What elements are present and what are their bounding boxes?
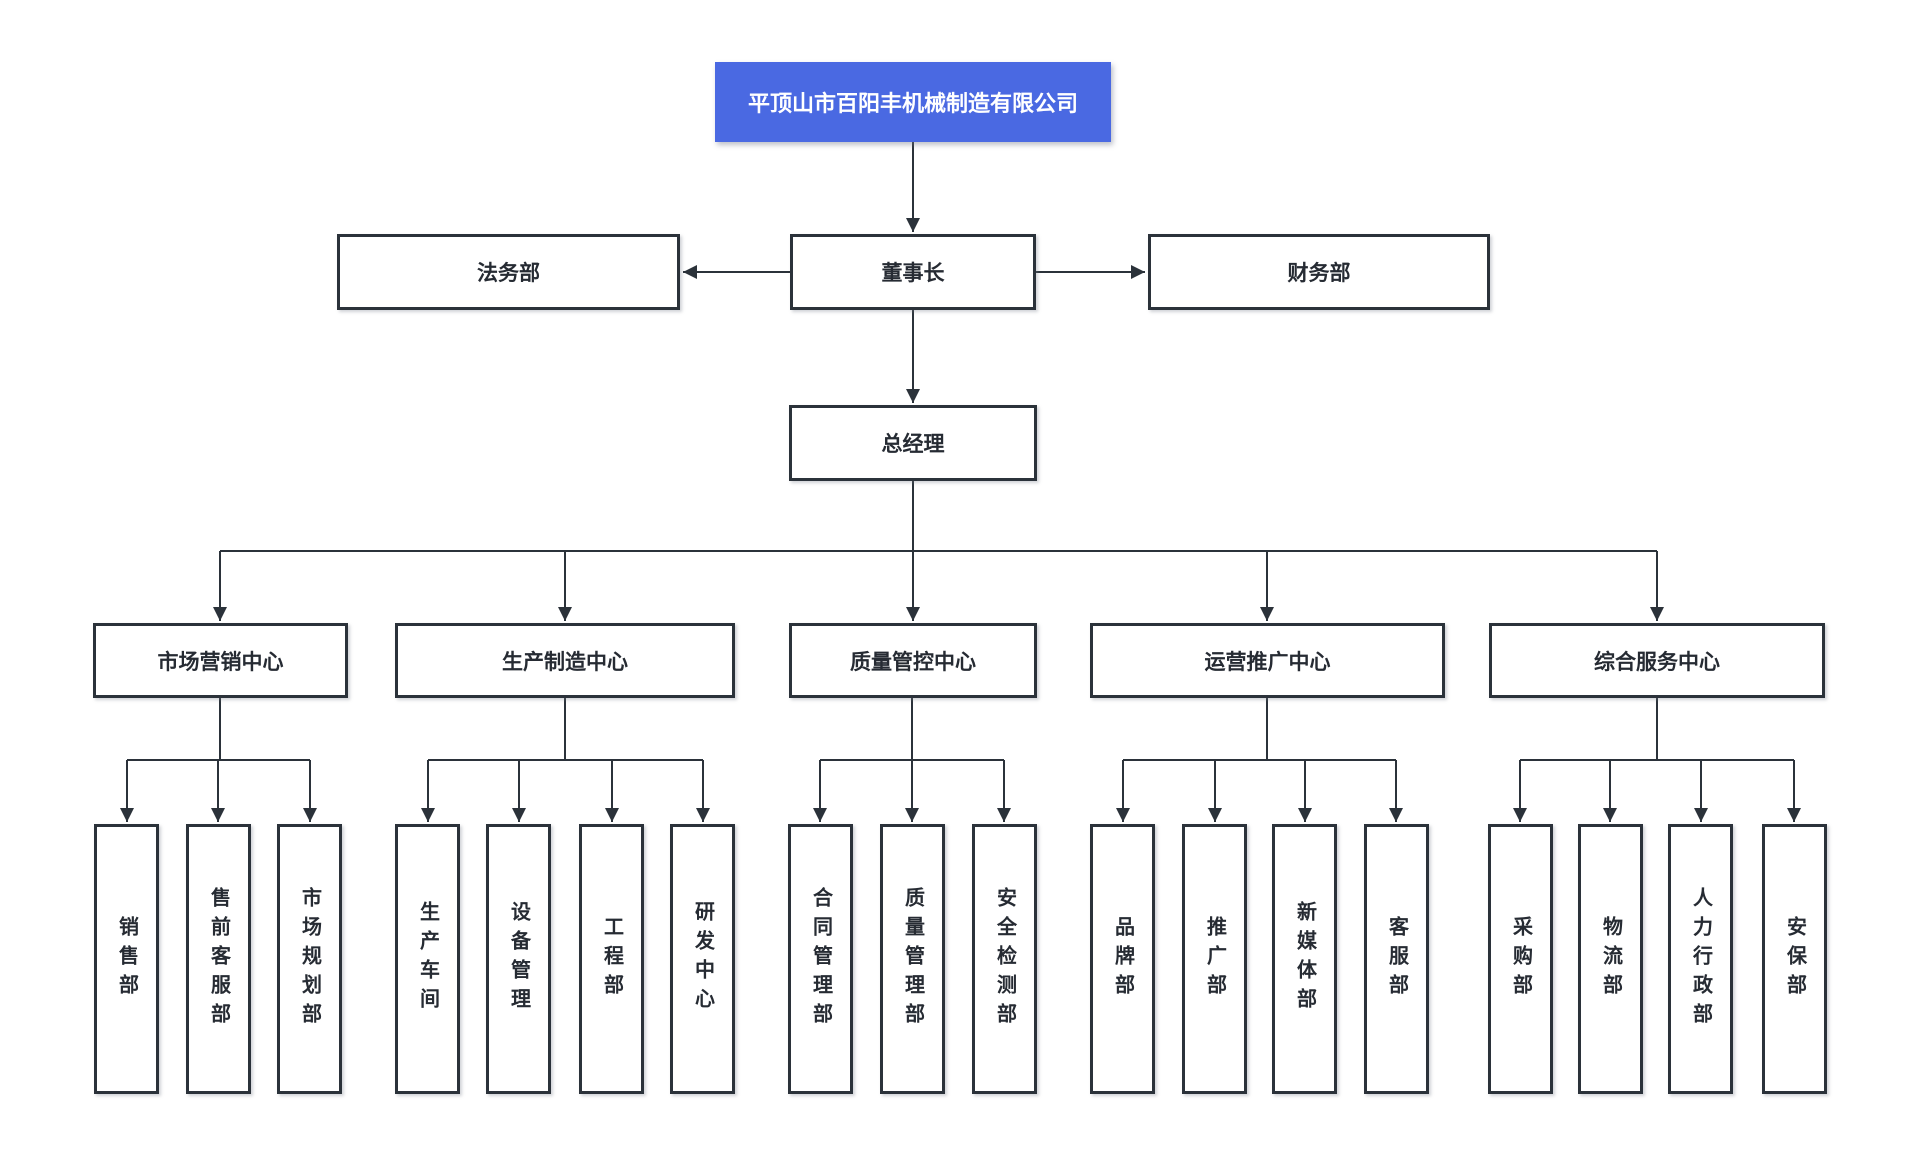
root-company-node: 平顶山市百阳丰机械制造有限公司: [715, 62, 1111, 142]
dept-label: 品牌部: [1111, 915, 1134, 1003]
center-node-quality: 质量管控中心: [789, 623, 1037, 698]
dept-label: 安全检测部: [993, 886, 1016, 1032]
general-manager-node: 总经理: [789, 405, 1037, 481]
center-node-marketing: 市场营销中心: [93, 623, 348, 698]
dept-label: 推广部: [1203, 915, 1226, 1003]
dept-node-presales-service: 售前客服部: [186, 824, 251, 1094]
dept-label: 销售部: [115, 915, 138, 1003]
center-node-production: 生产制造中心: [395, 623, 735, 698]
dept-node-new-media: 新媒体部: [1272, 824, 1337, 1094]
dept-node-production-workshop: 生产车间: [395, 824, 460, 1094]
center-label: 运营推广中心: [1204, 650, 1331, 674]
dept-node-engineering: 工程部: [579, 824, 644, 1094]
dept-node-hr-admin: 人力行政部: [1668, 824, 1733, 1094]
dept-node-promotion: 推广部: [1182, 824, 1247, 1094]
dept-label: 新媒体部: [1293, 901, 1316, 1017]
root-company-label: 平顶山市百阳丰机械制造有限公司: [747, 91, 1078, 116]
finance-dept-label: 财务部: [1287, 262, 1351, 285]
center-label: 市场营销中心: [157, 650, 284, 674]
finance-dept-node: 财务部: [1148, 234, 1490, 310]
dept-label: 客服部: [1385, 915, 1408, 1003]
dept-node-quality-management: 质量管理部: [880, 824, 945, 1094]
center-node-services: 综合服务中心: [1489, 623, 1825, 698]
chairman-node: 董事长: [790, 234, 1036, 310]
dept-label: 研发中心: [691, 901, 714, 1017]
center-node-operations: 运营推广中心: [1090, 623, 1445, 698]
dept-label: 人力行政部: [1689, 886, 1712, 1032]
dept-node-market-planning: 市场规划部: [277, 824, 342, 1094]
dept-label: 市场规划部: [298, 886, 321, 1032]
dept-label: 合同管理部: [809, 886, 832, 1032]
legal-dept-label: 法务部: [477, 262, 540, 285]
dept-label: 设备管理: [507, 901, 530, 1017]
dept-label: 质量管理部: [901, 886, 924, 1032]
dept-node-sales: 销售部: [94, 824, 159, 1094]
dept-label: 采购部: [1509, 915, 1532, 1003]
dept-node-brand: 品牌部: [1090, 824, 1155, 1094]
dept-label: 生产车间: [416, 901, 439, 1017]
dept-node-security: 安保部: [1762, 824, 1827, 1094]
general-manager-label: 总经理: [881, 433, 945, 456]
legal-dept-node: 法务部: [337, 234, 680, 310]
dept-node-rnd-center: 研发中心: [670, 824, 735, 1094]
dept-node-logistics: 物流部: [1578, 824, 1643, 1094]
center-label: 综合服务中心: [1594, 650, 1720, 674]
center-label: 质量管控中心: [850, 650, 976, 674]
dept-node-safety-inspection: 安全检测部: [972, 824, 1037, 1094]
dept-node-procurement: 采购部: [1488, 824, 1553, 1094]
dept-label: 售前客服部: [207, 886, 230, 1032]
dept-node-equipment-management: 设备管理: [486, 824, 551, 1094]
dept-node-customer-service: 客服部: [1364, 824, 1429, 1094]
dept-node-contract-management: 合同管理部: [788, 824, 853, 1094]
dept-label: 安保部: [1783, 915, 1806, 1003]
chairman-label: 董事长: [881, 262, 945, 285]
dept-label: 工程部: [600, 915, 623, 1003]
dept-label: 物流部: [1599, 915, 1622, 1003]
center-label: 生产制造中心: [502, 650, 628, 674]
